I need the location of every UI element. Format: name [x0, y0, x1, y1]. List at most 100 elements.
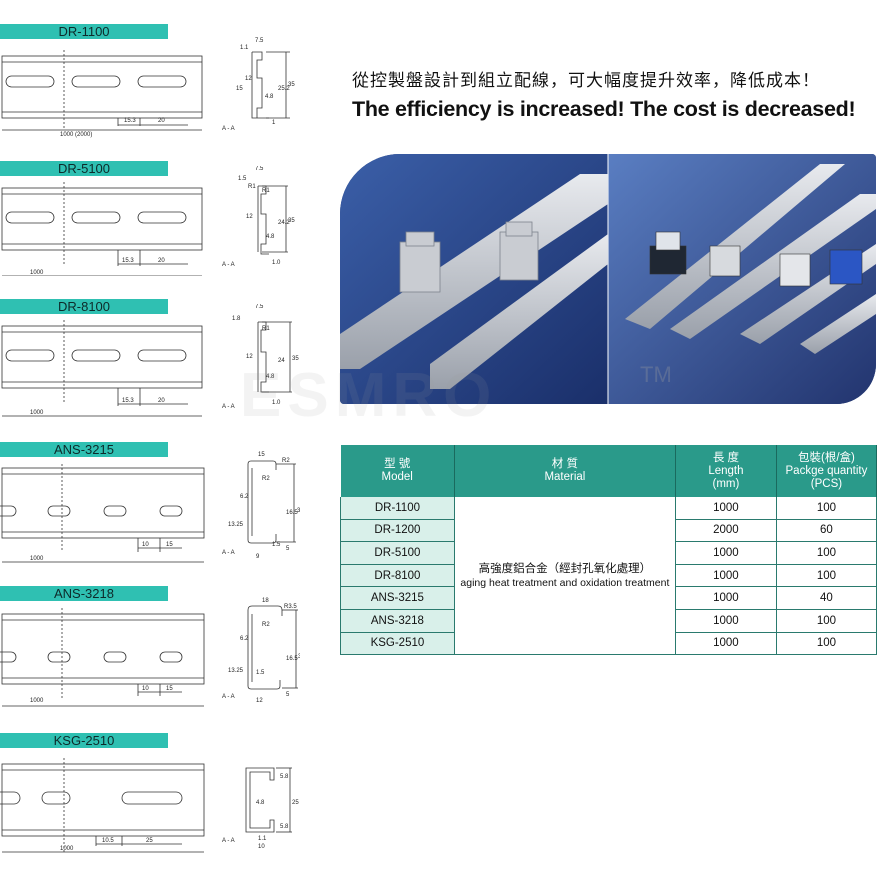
header-model-cn: 型 號 — [384, 458, 411, 470]
profile-dim: R2 — [262, 476, 270, 482]
table-header-row: 型 號 Model 材 質 Material 長 度 Length (mm) 包… — [340, 445, 878, 497]
length-dim: 1000 — [30, 270, 44, 276]
section-label: A - A — [222, 550, 235, 556]
profile-dim: R2 — [262, 622, 270, 628]
length-dim: 1000 (2000) — [60, 132, 92, 138]
slot-dim: 15 — [166, 542, 173, 548]
table-row: ANS-3215 1000 40 — [340, 586, 878, 610]
spec-table: 型 號 Model 材 質 Material 長 度 Length (mm) 包… — [340, 445, 878, 656]
model-cell: DR-8100 — [340, 564, 455, 588]
profile-dim: 7.5 — [255, 166, 264, 172]
profile-dim: R1 — [262, 188, 270, 194]
length-cell: 1000 — [675, 497, 777, 520]
profile-dim: 35 — [288, 218, 295, 224]
drawing-dr-5100: 7.5 1.5 R1 R1 35 24.2 12 4.8 1.0 15.3 20… — [0, 166, 300, 276]
rail-label-dr-1100: DR-1100 — [0, 24, 168, 39]
profile-dim: 5.8 — [280, 824, 289, 830]
profile-dim: 12 — [245, 76, 252, 82]
profile-dim: 4.8 — [266, 374, 275, 380]
model-cell: DR-5100 — [340, 541, 455, 565]
header-pack-unit: (PCS) — [810, 477, 843, 490]
profile-dim: 1 — [272, 120, 276, 126]
table-row: DR-8100 1000 100 — [340, 564, 878, 588]
profile-dim: 1.5 — [256, 670, 265, 676]
header-length: 長 度 Length (mm) — [675, 445, 777, 497]
headline-english: The efficiency is increased! The cost is… — [352, 97, 856, 121]
profile-dim: 1.0 — [272, 260, 281, 266]
header-material-cn: 材 質 — [551, 458, 578, 470]
length-cell: 1000 — [675, 586, 777, 610]
slot-dim: 20 — [158, 258, 165, 264]
drawing-ksg-2510: 5.8 4.8 25 5.8 1.1 10 10.5 25 1000 A - A — [0, 756, 300, 856]
length-dim: 1000 — [30, 698, 44, 704]
qty-cell: 100 — [776, 609, 878, 633]
profile-dim: 16.5 — [286, 656, 298, 662]
profile-dim: 1.5 — [272, 542, 281, 548]
header-material: 材 質 Material — [454, 445, 676, 497]
profile-dim: 4.8 — [266, 234, 275, 240]
product-photo — [340, 154, 876, 404]
pitch-dim: 10 — [142, 686, 149, 692]
profile-dim: 24.2 — [278, 220, 290, 226]
pitch-dim: 10.5 — [102, 838, 114, 844]
material-cell: 高強度鋁合金（經封孔氧化處理） aging heat treatment and… — [454, 497, 676, 656]
header-model-en: Model — [381, 471, 413, 483]
header-pack-en: Packge quantity — [785, 464, 868, 477]
qty-cell: 100 — [776, 632, 878, 656]
length-cell: 1000 — [675, 632, 777, 656]
length-dim: 1000 — [30, 410, 44, 416]
pitch-dim: 15.3 — [122, 398, 134, 404]
length-dim: 1000 — [30, 556, 44, 562]
header-model: 型 號 Model — [340, 445, 455, 497]
header-material-en: Material — [544, 471, 586, 483]
slot-dim: 25 — [146, 838, 153, 844]
model-cell: DR-1200 — [340, 519, 455, 543]
profile-dim: 12 — [256, 698, 263, 704]
header-length-unit: (mm) — [712, 477, 740, 490]
model-cell: ANS-3218 — [340, 609, 455, 633]
profile-dim: 7.5 — [255, 38, 264, 44]
profile-dim: 13.25 — [228, 668, 244, 674]
table-row: DR-1200 2000 60 — [340, 519, 878, 543]
rail-label-dr-8100: DR-8100 — [0, 299, 168, 314]
section-label: A - A — [222, 262, 235, 268]
slot-dim: 20 — [158, 398, 165, 404]
section-label: A - A — [222, 694, 235, 700]
profile-dim: 15 — [258, 452, 265, 458]
header-pack: 包裝(根/盒) Packge quantity (PCS) — [776, 445, 878, 497]
model-cell: KSG-2510 — [340, 632, 455, 656]
profile-dim: 32 — [298, 654, 300, 660]
qty-cell: 100 — [776, 541, 878, 565]
slot-dim: 15 — [166, 686, 173, 692]
rail-label-ans-3215: ANS-3215 — [0, 442, 168, 457]
profile-dim: 13.25 — [228, 522, 244, 528]
qty-cell: 40 — [776, 586, 878, 610]
profile-dim: 1.1 — [258, 836, 267, 842]
length-cell: 1000 — [675, 609, 777, 633]
profile-dim: 6.2 — [240, 636, 249, 642]
rail-label-ans-3218: ANS-3218 — [0, 586, 168, 601]
profile-dim: 1.1 — [240, 45, 249, 51]
profile-dim: 9 — [256, 554, 260, 560]
length-cell: 1000 — [675, 541, 777, 565]
profile-dim: 18 — [262, 598, 269, 604]
drawing-ans-3215: 15 R2 R2 6.2 16.5 32 13.25 1.5 5 9 10 15… — [0, 450, 300, 566]
profile-dim: R1 — [248, 184, 256, 190]
qty-cell: 100 — [776, 564, 878, 588]
profile-dim: 7.5 — [255, 304, 264, 310]
length-cell: 2000 — [675, 519, 777, 543]
table-row: DR-5100 1000 100 — [340, 541, 878, 565]
profile-dim: 12 — [246, 354, 253, 360]
profile-dim: 35 — [288, 82, 295, 88]
section-label: A - A — [222, 838, 235, 844]
section-label: A - A — [222, 404, 235, 410]
material-en: aging heat treatment and oxidation treat… — [460, 576, 670, 589]
header-length-en: Length — [708, 464, 744, 477]
profile-dim: 25 — [292, 800, 299, 806]
material-cn: 高強度鋁合金（經封孔氧化處理） — [478, 562, 652, 575]
profile-dim: 5 — [286, 546, 290, 552]
profile-dim: 5 — [286, 692, 290, 698]
pitch-dim: 15.3 — [122, 258, 134, 264]
profile-dim: 4.8 — [265, 94, 274, 100]
pitch-dim: 10 — [142, 542, 149, 548]
